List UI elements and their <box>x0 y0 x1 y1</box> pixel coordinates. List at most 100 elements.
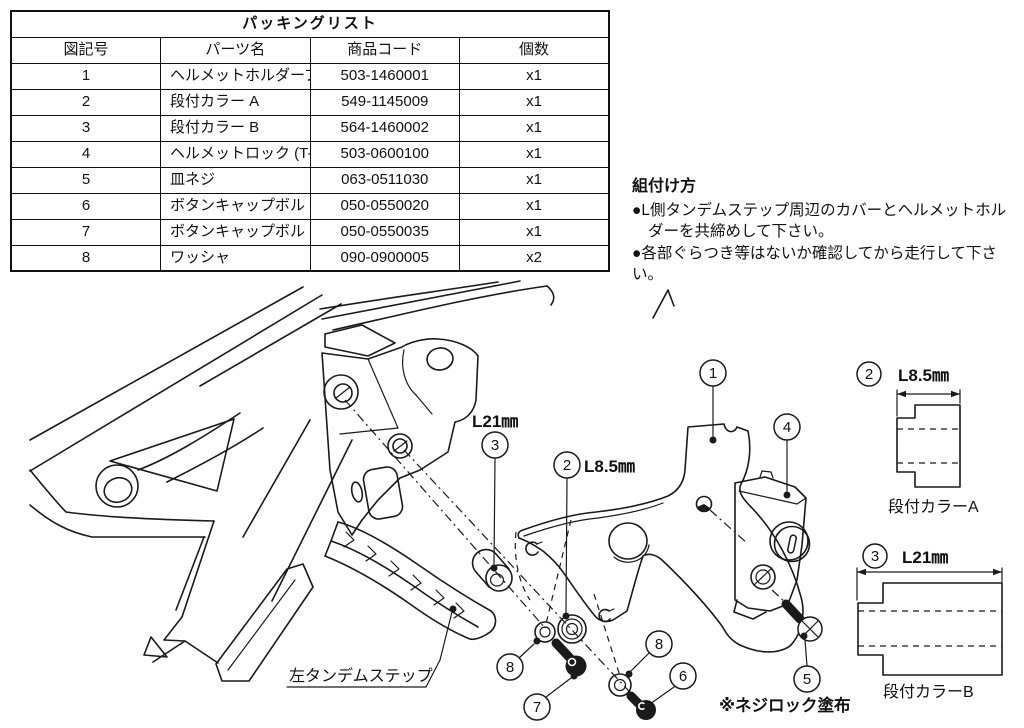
row-part: 段付カラー B5x13xL21 <box>160 114 311 142</box>
row-part: ワッシャ5㎜ <box>160 244 311 272</box>
callout-2-label: 2 <box>563 457 571 474</box>
col-header-part: パーツ名 <box>160 36 311 64</box>
detail-b-callout <box>862 543 888 569</box>
helmet-lock <box>733 470 811 620</box>
callout-2 <box>553 451 581 479</box>
annotations: 左タンデムステップ ※ネジロック塗布 <box>286 605 851 715</box>
cover-panel <box>321 324 479 536</box>
tandem-step-label: 左タンデムステップ <box>289 666 433 685</box>
detail-a-callout <box>856 361 882 387</box>
part-name: 皿ネジ <box>170 171 216 188</box>
detail-collar-a: 2 L8.5㎜ 段付カラーA <box>856 361 979 516</box>
row-qty: x1 <box>459 88 610 116</box>
instruction-line: ダーを共締めして下さい。 <box>648 223 834 240</box>
callout-1 <box>699 359 727 387</box>
table-row: 1 ヘルメットホルダープレート 503-1460001 x1 <box>10 62 610 90</box>
assembly-instructions: 組付け方 ●L側タンデムステップ周辺のカバーとヘルメットホル ダーを共締めして下… <box>632 176 1024 286</box>
row-code: 050-0550035 <box>309 218 460 246</box>
threadlock-note: ※ネジロック塗布 <box>719 695 851 715</box>
instruction-line: ●各部ぐらつき等はないか確認してから走行して下さい。 <box>632 244 997 284</box>
part-name: ボタンキャップボルト <box>170 197 310 214</box>
helmet-holder-plate <box>517 423 804 653</box>
col-header-symbol: 図記号 <box>10 36 161 64</box>
detail-collar-b: 3 L21㎜ 段付カラーB <box>856 543 1003 701</box>
row-qty: x2 <box>459 244 610 272</box>
callout-1-label: 1 <box>709 365 717 382</box>
row-part: ボタンキャップボルトM5x20 <box>160 192 311 220</box>
detail-b-name: 段付カラーB <box>883 683 974 701</box>
callout-4 <box>773 413 801 441</box>
row-part: ヘルメットホルダープレート <box>160 62 311 90</box>
part-name: ワッシャ <box>170 248 231 266</box>
part-name: 段付カラー B <box>170 119 260 136</box>
row-no: 2 <box>10 88 161 116</box>
row-code: 090-0900005 <box>309 244 460 272</box>
callout-6 <box>669 662 697 690</box>
row-part: 皿ネジM6x30 <box>160 166 311 194</box>
part-name: ボタンキャップボルト <box>170 223 310 240</box>
callout-8b <box>645 630 673 658</box>
callouts: 1 2 3 4 5 6 7 8 8 <box>481 359 821 721</box>
table-row: 6 ボタンキャップボルトM5x20 050-0550020 x1 <box>10 192 610 220</box>
collar-b-part <box>471 548 513 592</box>
callout-5-label: 5 <box>803 671 811 688</box>
row-qty: x1 <box>459 114 610 142</box>
bolt-m5x20 <box>626 691 656 720</box>
plate-hook-slot <box>525 541 539 556</box>
instruction-line: ●L側タンデムステップ周辺のカバーとヘルメットホル <box>632 201 1007 219</box>
table-row: 2 段付カラー A5x12xL8.5 549-1145009 x1 <box>10 88 610 116</box>
packing-list-table: パッキングリスト 図記号 パーツ名 商品コード 個数 1 ヘルメットホルダープレ… <box>10 10 610 272</box>
lock-cylinder <box>769 521 809 561</box>
detail-a-num: 2 <box>865 366 873 383</box>
callout-3-label: 3 <box>491 437 499 454</box>
collar-a-part <box>557 614 587 644</box>
detail-a-dim: L8.5㎜ <box>898 366 949 385</box>
tandem-step <box>324 521 497 641</box>
row-no: 5 <box>10 166 161 194</box>
table-row: 7 ボタンキャップボルトM5x35 050-0550035 x1 <box>10 218 610 246</box>
callout-4-label: 4 <box>783 419 791 436</box>
row-code: 549-1145009 <box>309 88 460 116</box>
callout-8b-label: 8 <box>655 636 663 653</box>
detail-b-dim: L21㎜ <box>902 548 948 567</box>
part-name: ヘルメットホルダープレート <box>170 67 309 84</box>
row-qty: x1 <box>459 218 610 246</box>
table-header-row: 図記号 パーツ名 商品コード 個数 <box>10 36 610 64</box>
callout-5 <box>793 665 821 693</box>
screw-boss <box>323 374 359 410</box>
row-code: 063-0511030 <box>309 166 460 194</box>
row-code: 050-0550020 <box>309 192 460 220</box>
table-row: 3 段付カラー B5x13xL21 564-1460002 x1 <box>10 114 610 142</box>
plate-edge-slot <box>598 608 611 623</box>
callout-7-label: 7 <box>533 699 541 716</box>
row-code: 503-1460001 <box>309 62 460 90</box>
table-row: 4 ヘルメットロック (T-2)ブラック 503-0600100 x1 <box>10 140 610 168</box>
keyhole-slot <box>787 534 797 554</box>
row-qty: x1 <box>459 62 610 90</box>
bolt-m5x35 <box>551 638 587 677</box>
collar-a-length-label: L8.5㎜ <box>584 457 635 476</box>
collar-b-length-label: L21㎜ <box>472 412 518 431</box>
screw-boss <box>387 433 413 459</box>
row-no: 6 <box>10 192 161 220</box>
callout-8a <box>496 653 524 681</box>
frame-line-art <box>29 280 675 682</box>
callout-6-label: 6 <box>679 668 687 685</box>
fasteners <box>471 548 823 720</box>
detail-b-num: 3 <box>871 548 879 565</box>
row-no: 3 <box>10 114 161 142</box>
table-row: 8 ワッシャ5㎜ 090-0900005 x2 <box>10 244 610 272</box>
callout-8a-label: 8 <box>506 659 514 676</box>
dimension-labels: L21㎜ L8.5㎜ <box>472 412 635 476</box>
callout-3 <box>481 431 509 459</box>
plate-screw-hole <box>695 495 713 513</box>
row-qty: x1 <box>459 140 610 168</box>
detail-a-name: 段付カラーA <box>888 498 979 516</box>
instructions-heading: 組付け方 <box>632 178 697 195</box>
assembly-axis-lines <box>344 399 787 704</box>
table-row: 5 皿ネジM6x30 063-0511030 x1 <box>10 166 610 194</box>
washer-part <box>608 673 632 697</box>
part-name: ヘルメットロック (T-2) <box>170 145 309 162</box>
row-part: ヘルメットロック (T-2)ブラック <box>160 140 311 168</box>
